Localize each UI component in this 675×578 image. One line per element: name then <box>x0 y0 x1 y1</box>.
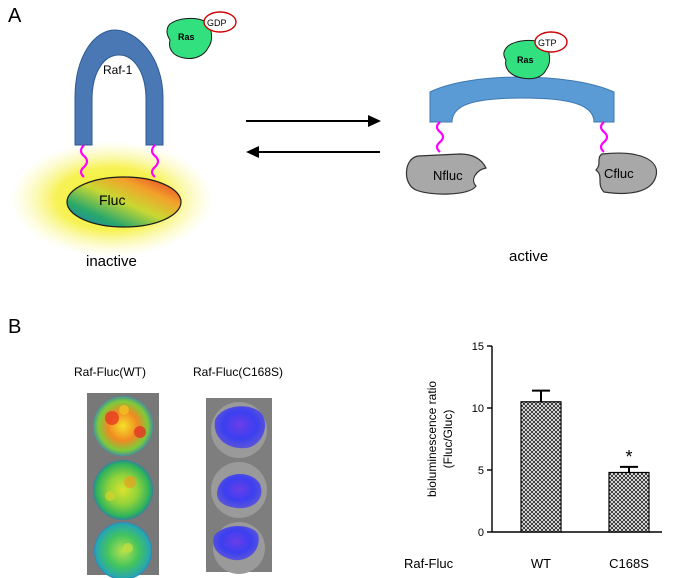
ras-gdp-shape <box>166 17 213 59</box>
mutant-well-2 <box>216 473 262 509</box>
bar-chart: 0 5 10 15 bioluminescence ratio(Fluc/Gluc) WT… <box>404 341 662 571</box>
linker-left-inactive <box>79 144 89 178</box>
fluc-label: Fluc <box>99 192 125 208</box>
gdp-label: GDP <box>207 18 227 28</box>
mutant-plate-image <box>206 398 272 574</box>
linker-right-inactive <box>150 144 160 178</box>
x-tick-label: C168S <box>609 556 649 571</box>
y-axis-label: bioluminescence ratio <box>425 381 439 497</box>
wt-well-3 <box>94 522 152 578</box>
y-tick-label: 10 <box>472 403 484 415</box>
wt-plate-image <box>87 393 159 578</box>
y-tick-label: 0 <box>478 527 484 539</box>
raf1-inactive-shape <box>74 29 164 146</box>
linker-left-active <box>435 121 445 153</box>
x-tick-label: WT <box>531 556 551 571</box>
panel-b-label: B <box>8 316 21 338</box>
ras-label-active: Ras <box>517 55 534 65</box>
cfluc-fragment <box>595 152 658 195</box>
raf1-label: Raf-1 <box>103 63 133 77</box>
y-tick-label: 15 <box>472 341 484 353</box>
nfluc-label: Nfluc <box>433 168 463 183</box>
bar-c168s <box>608 471 650 533</box>
gtp-badge <box>534 31 568 53</box>
equilibrium-arrows <box>246 115 381 158</box>
cfluc-label: Cfluc <box>604 166 634 181</box>
y-tick-label: 5 <box>478 465 484 477</box>
panel-a-label: A <box>8 5 22 27</box>
gdp-badge <box>203 11 237 33</box>
raf1-active-shape <box>429 76 615 123</box>
wt-well-2 <box>93 460 153 520</box>
bar-wt <box>520 401 562 533</box>
mutant-well-1 <box>214 406 266 449</box>
mutant-image-label: Raf-Fluc(C168S) <box>193 365 283 379</box>
nfluc-fragment <box>405 153 487 195</box>
wt-image-label: Raf-Fluc(WT) <box>74 365 146 379</box>
mutant-well-3 <box>213 525 259 561</box>
inactive-state-label: inactive <box>86 253 137 270</box>
significance-marker: * <box>625 447 632 467</box>
wt-well-1 <box>93 396 153 456</box>
x-axis-prefix-label: Raf-Fluc <box>404 556 454 571</box>
y-axis-label-units: (Fluc/Gluc) <box>441 410 455 469</box>
fluc-luciferase <box>66 176 182 228</box>
ras-label-inactive: Ras <box>178 32 195 42</box>
active-state-label: active <box>509 248 548 265</box>
linker-right-active <box>599 121 609 153</box>
gtp-label: GTP <box>538 38 557 48</box>
